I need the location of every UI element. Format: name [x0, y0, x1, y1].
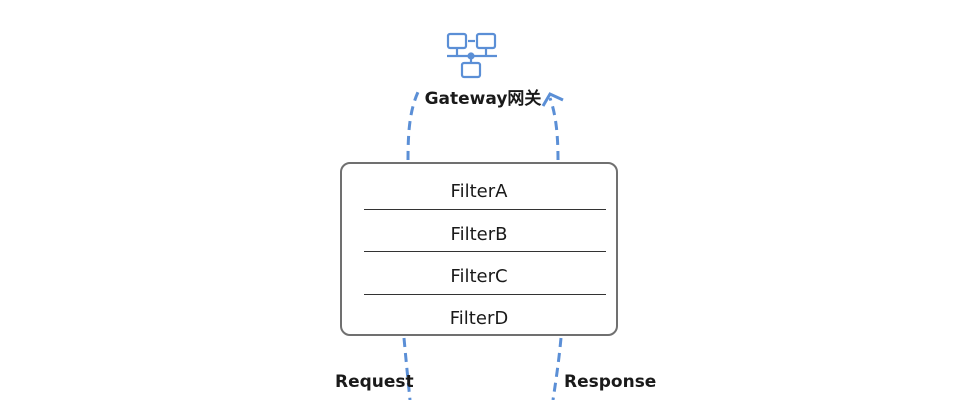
request-path-lower	[402, 337, 412, 400]
filter-a-label: FilterA	[450, 181, 508, 202]
filter-b-label: FilterB	[450, 224, 508, 245]
request-label: Request	[335, 372, 414, 392]
filter-divider	[364, 251, 606, 252]
filter-d-label: FilterD	[449, 308, 509, 329]
gateway-label: Gateway网关	[424, 89, 542, 109]
response-path-lower	[551, 337, 563, 400]
filter-divider	[364, 294, 606, 295]
network-icon	[446, 32, 497, 79]
response-label: Response	[564, 372, 657, 392]
filter-c-label: FilterC	[450, 266, 508, 287]
filter-chain-box: FilterA FilterB FilterC FilterD	[340, 162, 618, 336]
filter-divider	[364, 209, 606, 210]
response-arrowhead	[541, 92, 564, 107]
request-path-upper	[406, 91, 420, 161]
response-path-upper	[548, 97, 560, 161]
